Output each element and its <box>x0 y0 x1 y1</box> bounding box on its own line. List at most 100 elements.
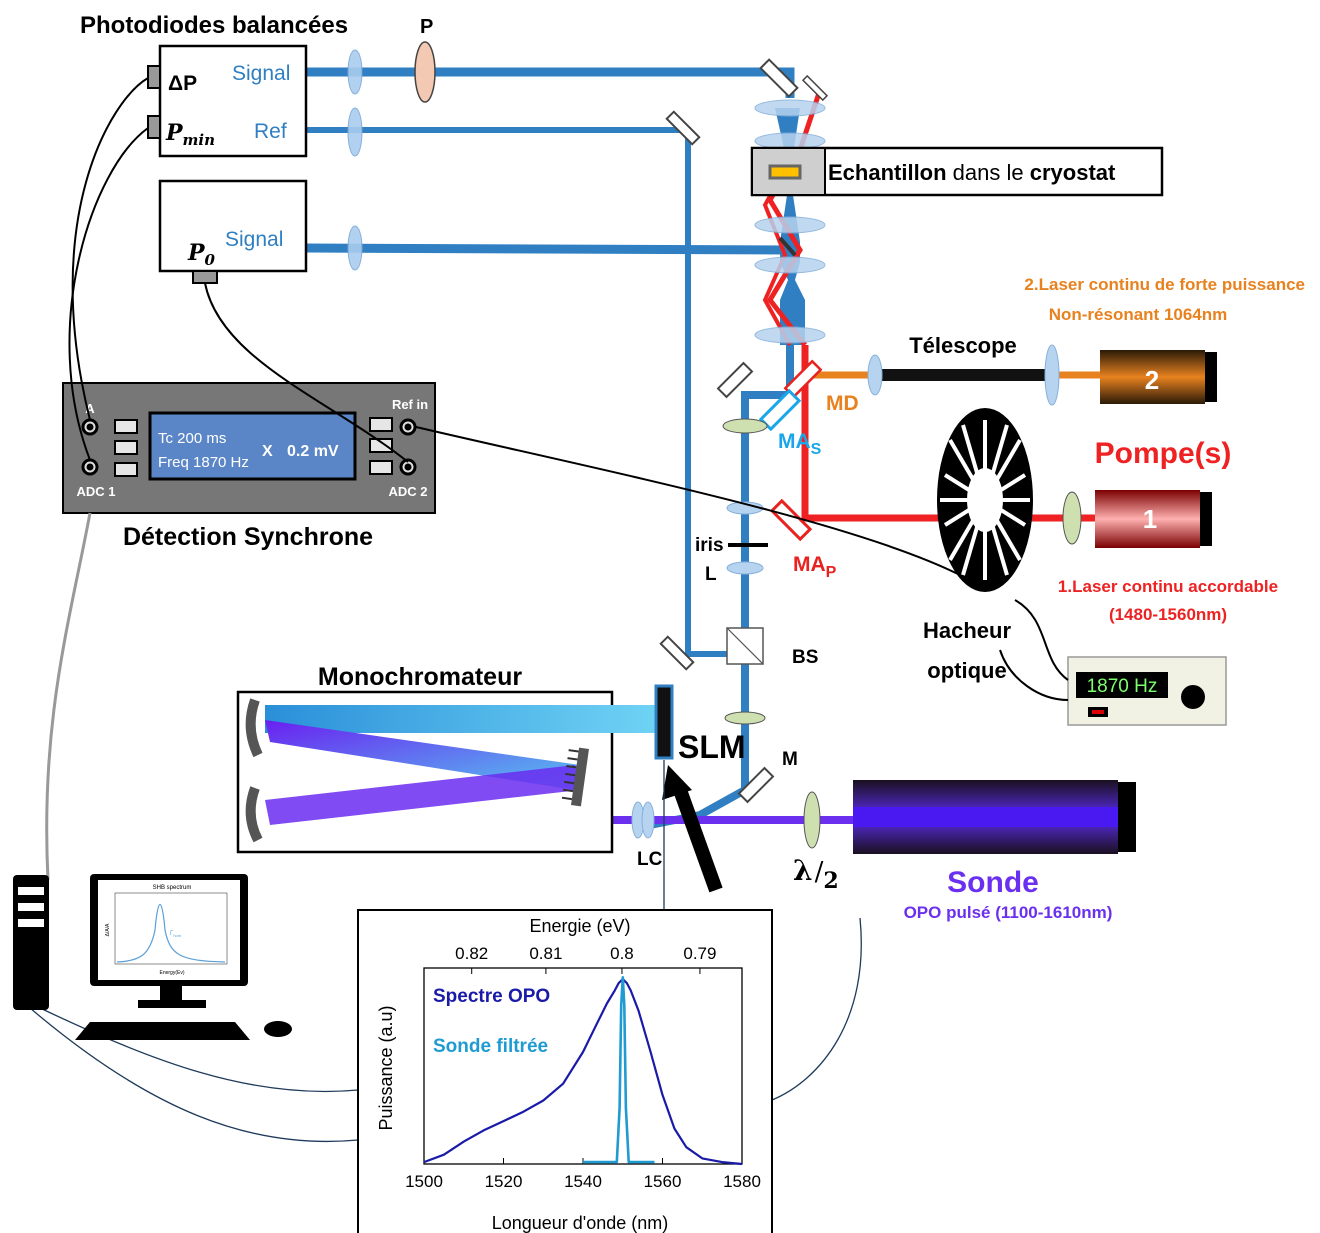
signal-label: Signal <box>232 62 290 85</box>
cryostat-lenses <box>754 99 826 344</box>
telescope-label: Télescope <box>909 333 1017 358</box>
x-tick-label-4: 1580 <box>723 1172 761 1191</box>
lens-l-lower <box>726 561 764 575</box>
signal-beam-top <box>305 67 795 98</box>
mirror-ref-lower <box>659 635 695 671</box>
laser2-tag: 2 <box>1145 365 1159 395</box>
pmin-port <box>147 115 161 139</box>
cable-delta-p <box>71 77 149 421</box>
grating-teeth <box>561 749 579 801</box>
lens-ref <box>347 107 363 157</box>
mono-mirror-1 <box>245 698 263 758</box>
probe-laser-cap <box>1118 782 1136 852</box>
photodiodes: Photodiodes balancées ΔP Pmin Signal Ref… <box>80 12 348 284</box>
lc-lens-2 <box>641 801 655 839</box>
probe-laser-beam-inner <box>853 807 1118 827</box>
mirror-left-upper <box>716 361 754 399</box>
probe-title: Sonde <box>947 866 1039 899</box>
laser2-cap <box>1205 352 1217 402</box>
lens-l-label: L <box>705 564 717 585</box>
chart-series <box>423 976 743 1166</box>
lockin-buttons-left <box>114 419 138 477</box>
keyboard <box>75 1022 250 1040</box>
top-tick-label-2: 0.8 <box>610 944 634 963</box>
lc-label: LC <box>637 849 663 870</box>
bs-label: BS <box>792 647 818 668</box>
chart-xlabel: Longueur d'onde (nm) <box>492 1213 669 1233</box>
delta-p-port <box>147 65 161 89</box>
chopper-hub <box>967 468 1003 532</box>
lockin-adc2-label: ADC 2 <box>388 484 427 499</box>
mirror-m-label: M <box>782 749 798 770</box>
telescope-lens-2 <box>1044 344 1060 406</box>
monitor-stand <box>160 986 182 1002</box>
chart-annotation-opo: Spectre OPO <box>433 986 550 1007</box>
laser1-lens <box>1062 491 1082 545</box>
halfwave-label: λ/2 <box>793 854 839 894</box>
mirror-top-red <box>801 74 829 102</box>
lockin: Tc 200 ms Freq 1870 Hz X 0.2 mV A ADC 1 … <box>62 382 436 551</box>
monitor-ylabel: Δ/A/A <box>105 923 111 936</box>
mouse <box>264 1021 292 1037</box>
monitor-plot-curve <box>116 904 226 963</box>
chopper: Hacheur optique 1870 Hz <box>923 408 1227 726</box>
x-tick-label-1: 1520 <box>485 1172 523 1191</box>
p0-port <box>192 270 218 284</box>
lockin-value: 0.2 mV <box>287 443 339 460</box>
mono-beam-lower <box>265 765 580 825</box>
lockin-x: X <box>262 443 273 460</box>
cables <box>68 77 1069 701</box>
laser1-cap <box>1200 492 1212 546</box>
ref-beam <box>305 127 742 657</box>
halfwave-plate <box>803 791 821 849</box>
x-tick-label-2: 1540 <box>564 1172 602 1191</box>
cable-chopper-controller-2 <box>999 649 1069 701</box>
chart-annotation-filtered: Sonde filtrée <box>433 1036 548 1057</box>
iris-label: iris <box>695 535 724 556</box>
monitor-plot-frame <box>114 892 228 965</box>
cable-p0 <box>204 282 409 463</box>
laser2-line1: 2.Laser continu de forte puissance <box>1024 275 1305 294</box>
lockin-tc: Tc 200 ms <box>158 430 226 447</box>
monitor-base <box>138 1000 206 1008</box>
delta-p-label: ΔP <box>168 72 197 95</box>
lens-signal <box>347 49 363 95</box>
top-tick-label-3: 0.79 <box>683 944 716 963</box>
monochromator: Monochromateur <box>236 663 657 854</box>
slm-element <box>654 684 674 760</box>
monitor-gamma: Γhom <box>170 931 182 938</box>
cryostat-label: Echantillon dans le cryostat <box>828 160 1116 185</box>
chopper-line2: optique <box>927 658 1006 683</box>
cable-computer <box>45 512 92 881</box>
lockin-refin-label: Ref in <box>392 397 428 412</box>
pmin-label: Pmin <box>165 120 215 149</box>
cable-pmin <box>68 127 149 461</box>
slm-arrow-head <box>662 765 692 800</box>
pc-tower <box>13 875 49 1010</box>
mirror-ref <box>665 110 701 146</box>
map-mirror <box>769 498 813 542</box>
series-line-0 <box>423 978 743 1166</box>
x-tick-label-0: 1500 <box>405 1172 443 1191</box>
p0-photodiode-box <box>158 179 308 273</box>
polarizer <box>414 41 436 103</box>
lockin-buttons-right <box>369 417 393 475</box>
lens-bs-lower <box>724 711 766 725</box>
map-label: MAP <box>793 553 837 581</box>
grating <box>571 747 589 807</box>
laser1-line2: (1480-1560nm) <box>1109 605 1227 624</box>
polarizer-label: P <box>420 16 433 38</box>
cable-chopper-controller <box>1014 599 1069 681</box>
laser1-tag: 1 <box>1143 504 1157 534</box>
mono-beam-top <box>265 705 657 733</box>
chopper-switch-led <box>1092 710 1104 714</box>
lockin-a-label: A <box>85 401 95 416</box>
p0-signal-beam <box>304 243 786 255</box>
probe-laser: Sonde OPO pulsé (1100-1610nm) <box>853 780 1136 922</box>
mono-beam-middle <box>265 720 580 790</box>
pc-drive-bays <box>18 887 44 927</box>
laser-2: 2.Laser continu de forte puissance Non-r… <box>867 275 1305 406</box>
top-tick-label-1: 0.81 <box>529 944 562 963</box>
